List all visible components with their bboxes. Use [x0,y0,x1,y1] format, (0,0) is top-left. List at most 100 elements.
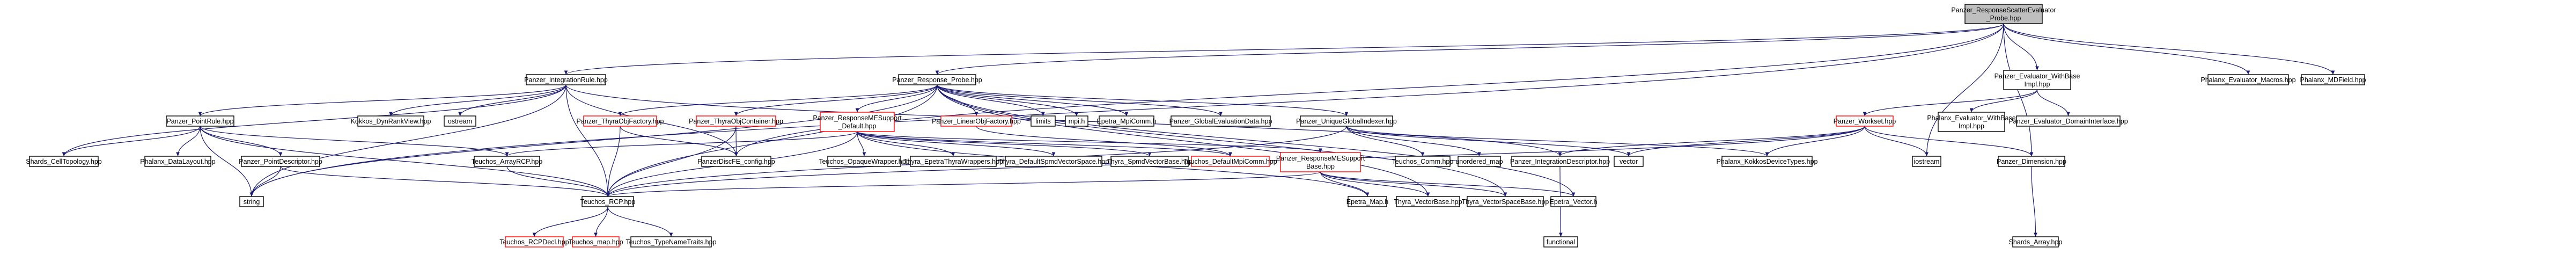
graph-node-panzerconfig[interactable]: PanzerDiscFE_config.hpp [697,156,775,167]
graph-node-iostream[interactable]: iostream [1912,156,1941,167]
graph-node-evaldomain[interactable]: Panzer_Evaluator_DomainInterface.hpp [2008,115,2128,127]
dependency-edge [200,126,610,197]
node-box [2207,74,2289,85]
dependency-edge [176,126,201,157]
graph-node-linobjfac[interactable]: Panzer_LinearObjFactory.hpp [932,115,1021,127]
graph-node-phxdatalayout[interactable]: Phalanx_DataLayout.hpp [140,156,216,167]
dependency-edge [506,166,610,197]
graph-nodes: Panzer_ResponseScatterEvaluator_Probe.hp… [26,4,2366,248]
graph-node-epetrampicomm[interactable]: Epetra_MpiComm.h [1096,115,1157,127]
node-box [1721,156,1813,167]
node-label: Epetra_Map.h [1346,198,1389,206]
graph-node-thyravecbase[interactable]: Thyra_VectorBase.hpp [1394,196,1462,207]
node-label: Base.hpp [1306,163,1335,170]
graph-node-thyravecspbase[interactable]: Thyra_VectorSpaceBase.hpp [1462,196,1549,207]
graph-node-pointrule[interactable]: Panzer_PointRule.hpp [166,115,234,127]
dependency-edge [857,131,1322,153]
dependency-edge [937,84,1223,117]
graph-node-opaquewrapper[interactable]: Teuchos_OpaqueWrapper.hpp [819,156,910,167]
graph-node-teuchosrcp[interactable]: Teuchos_RCP.hpp [580,196,636,207]
node-label: _Default.hpp [838,122,877,130]
graph-node-thyraobjcont[interactable]: Panzer_ThyraObjContainer.hpp [689,115,783,127]
graph-node-unorderedmap[interactable]: unordered_map [1455,156,1503,167]
graph-node-limits[interactable]: limits [1031,115,1056,127]
node-label: Thyra_VectorBase.hpp [1394,198,1462,206]
graph-node-intrule[interactable]: Panzer_IntegrationRule.hpp [524,74,608,85]
node-box [1171,115,1271,127]
node-label: Phalanx_Evaluator_WithBase [1927,114,2015,122]
graph-node-functional[interactable]: functional [1543,236,1578,248]
node-box [1065,115,1088,127]
node-label: Phalanx_MDField.hpp [2300,76,2366,84]
dependency-edge [249,84,938,197]
graph-node-string[interactable]: string [239,196,264,207]
dependency-edge [1863,89,2038,117]
graph-node-uniqueglobal[interactable]: Panzer_UniqueGlobalIndexer.hpp [1296,115,1397,127]
node-box [696,115,776,127]
graph-node-typenametraits[interactable]: Teuchos_TypeNameTraits.hpp [625,236,717,248]
graph-node-mdfield[interactable]: Phalanx_MDField.hpp [2300,74,2366,85]
node-box [239,196,264,207]
graph-node-kokkosdevtypes[interactable]: Phalanx_KokkosDeviceTypes.hpp [1716,156,1818,167]
node-label: Thyra_DefaultSpmdVectorSpace.hpp [998,158,1109,165]
dependency-edge [857,131,1152,157]
graph-node-dimension[interactable]: Panzer_Dimension.hpp [1997,156,2066,167]
node-label: limits [1035,118,1050,125]
graph-node-teuchosmap[interactable]: Teuchos_map.hpp [568,236,623,248]
dependency-edge [857,131,1056,157]
graph-node-respmesupdef[interactable]: Panzer_ResponseMESupport_Default.hpp [813,112,902,132]
graph-node-epetramap[interactable]: Epetra_Map.h [1346,196,1389,207]
dependency-edge [606,126,621,197]
graph-node-vector[interactable]: vector [1614,156,1644,167]
node-label: Epetra_Vector.h [1550,198,1598,206]
graph-node-globalevaldata[interactable]: Panzer_GlobalEvaluationData.hpp [1169,115,1272,127]
graph-node-pointdesc[interactable]: Panzer_PointDescriptor.hpp [239,156,322,167]
dependency-edge [857,131,866,157]
node-box [474,156,540,167]
node-box [1467,196,1544,207]
dependency-edge [505,131,858,157]
graph-node-arrayrcp[interactable]: Teuchos_ArrayRCP.hpp [472,156,543,167]
node-label: vector [1620,158,1638,165]
node-box [910,156,997,167]
graph-node-shardscell[interactable]: Shards_CellTopology.hpp [26,156,102,167]
graph-node-macros[interactable]: Phalanx_Evaluator_Macros.hpp [2200,74,2296,85]
graph-node-epetravector[interactable]: Epetra_Vector.h [1550,196,1598,207]
dependency-edge [200,126,254,197]
graph-node-thyraobjfac[interactable]: Panzer_ThyraObjFactory.hpp [576,115,664,127]
node-label: Shards_CellTopology.hpp [26,158,102,165]
dependency-edge [2003,23,2335,75]
dependency-edge [249,166,281,197]
node-box [241,156,320,167]
node-box [2016,115,2121,127]
graph-node-integdesc[interactable]: Panzer_IntegrationDescriptor.hpp [1510,156,1610,167]
graph-node-thyradefspmd[interactable]: Thyra_DefaultSpmdVectorSpace.hpp [998,156,1109,167]
graph-node-ostream1[interactable]: ostream [444,115,476,127]
graph-node-kokkosdrv[interactable]: Kokkos_DynRankView.hpp [351,115,431,127]
graph-node-thyraepetrawrap[interactable]: Thyra_EpetraThyraWrappers.hpp [903,156,1003,167]
node-box [1912,156,1941,167]
node-box [1964,4,2043,24]
graph-node-shardsarray[interactable]: Shards_Array.hpp [2009,236,2063,248]
node-label: Teuchos_OpaqueWrapper.hpp [819,158,909,165]
dependency-edge [249,23,2004,197]
graph-node-mpih[interactable]: mpi.h [1065,115,1088,127]
node-box [144,156,211,167]
node-box [2012,236,2059,248]
node-box [583,115,657,127]
dependency-edge [1626,126,1865,157]
graph-node-teuchoscomm[interactable]: Teuchos_Comm.hpp [1392,156,1454,167]
graph-node-thyraspmdvecbase[interactable]: Thyra_SpmdVectorBase.hpp [1107,156,1193,167]
node-label: unordered_map [1455,158,1503,165]
node-label: iostream [1914,158,1940,165]
graph-node-rcpdecl[interactable]: Teuchos_RCPDecl.hpp [499,236,569,248]
graph-node-workset[interactable]: Panzer_Workset.hpp [1834,115,1896,127]
graph-node-defaultmpicomm[interactable]: Teuchos_DefaultMpiComm.hpp [1183,156,1277,167]
dependency-edge [734,126,738,157]
graph-node-probe[interactable]: Panzer_Response_Probe.hpp [892,74,982,85]
node-label: Panzer_IntegrationRule.hpp [524,76,608,84]
node-label: Shards_Array.hpp [2009,238,2063,246]
